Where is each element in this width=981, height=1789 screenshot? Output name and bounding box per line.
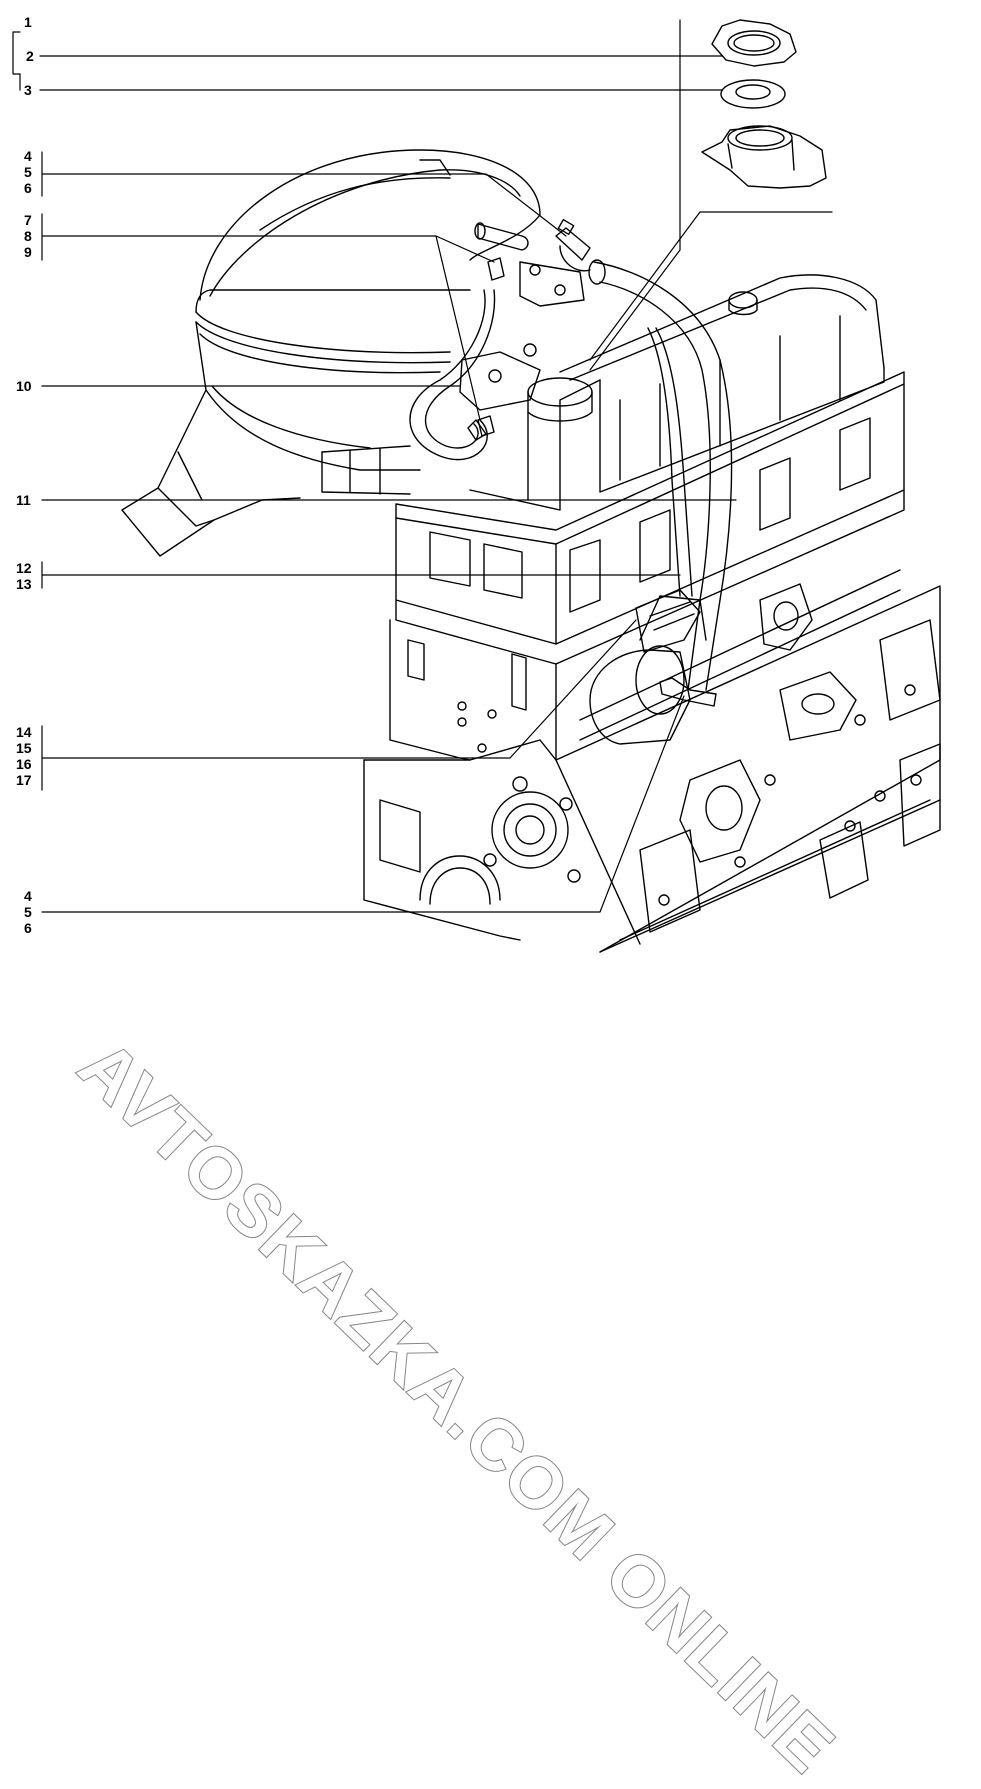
callout-label: 3	[24, 82, 32, 98]
watermark-text: AVTOSKAZKA.COM ONLINE	[63, 1025, 851, 1789]
callout-group-2: 4 5 6	[24, 148, 32, 196]
engine-drawing	[12, 19, 941, 953]
callout-label: 5	[24, 904, 32, 920]
callout-group-7: 14 15 16 17	[16, 724, 32, 788]
leader-lines	[12, 19, 833, 913]
callout-label: 13	[16, 576, 32, 592]
callout-group-3: 7 8 9	[24, 212, 32, 260]
part-seal-mount	[701, 125, 827, 189]
callout-label: 16	[16, 756, 32, 772]
callout-label: 6	[24, 180, 32, 196]
callout-group-8: 4 5 6	[24, 888, 32, 936]
callout-group-5: 11	[16, 492, 31, 508]
engine-block	[363, 569, 941, 953]
callout-label: 12	[16, 560, 32, 576]
callout-group-4: 10	[16, 378, 32, 394]
callout-group-1: 1	[24, 14, 32, 30]
callout-label: 9	[24, 244, 32, 260]
callout-group-6: 12 13	[16, 560, 32, 592]
callout-label: 17	[16, 772, 32, 788]
crankcase-hoses	[409, 218, 733, 707]
callout-label: 6	[24, 920, 32, 936]
callout-label: 1	[24, 14, 32, 30]
callout-label: 2	[26, 48, 34, 64]
air-filter-housing	[121, 149, 541, 557]
callout-label: 7	[24, 212, 32, 228]
callout-label: 10	[16, 378, 32, 394]
callout-label: 8	[24, 228, 32, 244]
part-cap-plate	[711, 19, 797, 67]
part-washer	[720, 79, 786, 109]
cylinder-head	[395, 274, 905, 665]
engine-parts-diagram: 1 2 3 4 5 6 7 8 9 10 11 12 13 14 15 16 1…	[12, 14, 941, 1789]
callout-label: 14	[16, 724, 32, 740]
callout-label: 15	[16, 740, 32, 756]
callout-label: 5	[24, 164, 32, 180]
callout-label: 11	[16, 492, 31, 508]
callout-label: 4	[24, 148, 32, 164]
callout-label: 4	[24, 888, 32, 904]
